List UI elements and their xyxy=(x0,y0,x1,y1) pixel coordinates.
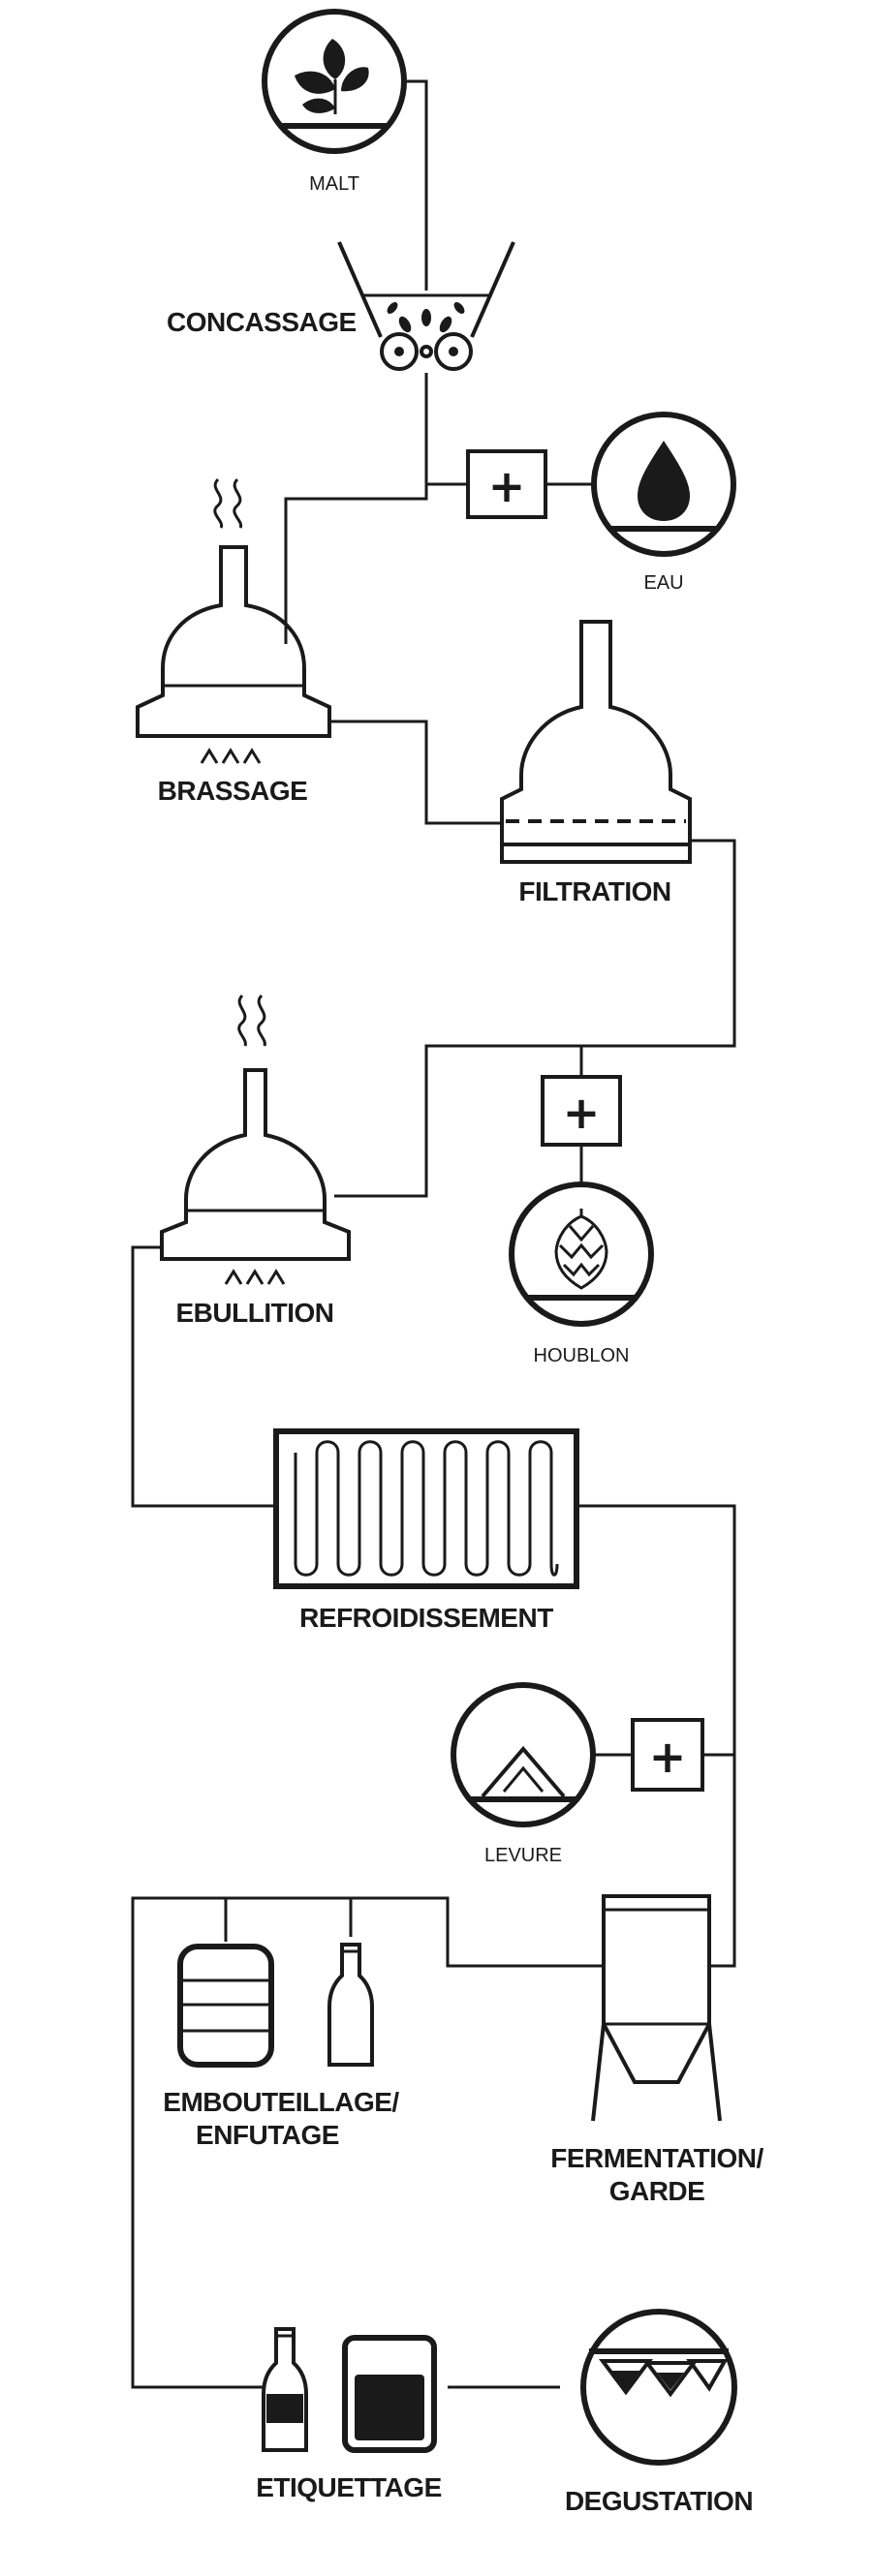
concassage-label: CONCASSAGE xyxy=(167,307,357,337)
heat-exchanger-icon xyxy=(273,1428,579,1589)
degustation-label: DEGUSTATION xyxy=(565,2486,753,2516)
flow-lines xyxy=(131,79,736,2389)
houblon-circle xyxy=(509,1181,654,1327)
brassage-node: BRASSAGE xyxy=(136,477,331,806)
flame-icon xyxy=(200,748,262,764)
eau-plus-box xyxy=(466,449,547,519)
ebullition-node: EBULLITION xyxy=(160,994,351,1328)
houblon-node: + HOUBLON xyxy=(509,1075,654,1366)
brassage-label: BRASSAGE xyxy=(158,776,308,806)
boil-to-cooler-line xyxy=(131,1245,276,1508)
houblon-plus-sign: + xyxy=(563,1087,601,1139)
fermenter-to-bottling-line xyxy=(131,1896,604,2389)
houblon-label: HOUBLON xyxy=(534,1345,630,1366)
bottle-icon xyxy=(262,2327,308,2452)
ebullition-label: EBULLITION xyxy=(176,1298,334,1328)
malt-label: MALT xyxy=(309,173,359,195)
mill-to-mash-line xyxy=(284,373,428,644)
fermenter-icon xyxy=(591,1894,722,2122)
concassage-node: CONCASSAGE xyxy=(167,241,515,371)
houblon-plus-box xyxy=(541,1075,622,1147)
steam-icon xyxy=(237,994,266,1047)
refroidissement-node: REFROIDISSEMENT xyxy=(273,1428,579,1633)
yeast-icon xyxy=(481,1745,566,1798)
mash-tun-icon xyxy=(136,545,331,738)
mash-to-lauter-line xyxy=(329,720,502,825)
leaves-icon xyxy=(295,39,369,114)
bottle-icon xyxy=(327,1943,374,2067)
keg-icon xyxy=(177,1944,274,2068)
levure-plus-sign: + xyxy=(649,1731,687,1783)
glasses-cheers-icon xyxy=(589,2348,729,2398)
eau-node: + EAU xyxy=(466,412,736,594)
malt-to-hopper-line xyxy=(407,79,428,291)
fermentation-label-line1: FERMENTATION/ xyxy=(550,2143,763,2173)
refroidissement-label: REFROIDISSEMENT xyxy=(299,1603,553,1633)
filtration-label: FILTRATION xyxy=(518,876,670,906)
embouteillage-label-line2: ENFUTAGE xyxy=(196,2120,339,2150)
eau-plus-sign: + xyxy=(488,460,526,512)
embouteillage-label-line1: EMBOUTEILLAGE/ xyxy=(163,2087,399,2117)
steam-icon xyxy=(213,477,243,529)
embouteillage-node: EMBOUTEILLAGE/ ENFUTAGE xyxy=(163,1943,400,2150)
lauter-tun-icon xyxy=(500,620,692,864)
fermentation-node: FERMENTATION/ GARDE xyxy=(550,1894,764,2206)
eau-label: EAU xyxy=(643,572,683,594)
glass-icon xyxy=(342,2335,437,2453)
levure-plus-box xyxy=(631,1718,704,1792)
cooler-to-fermenter-line xyxy=(576,1504,736,1968)
malt-node: MALT xyxy=(262,9,407,195)
grain-mill-icon xyxy=(337,241,515,371)
hop-cone-icon xyxy=(554,1209,608,1290)
fermentation-label-line2: GARDE xyxy=(609,2176,705,2206)
etiquettage-label: ETIQUETTAGE xyxy=(256,2472,442,2502)
etiquettage-node: ETIQUETTAGE xyxy=(256,2327,442,2502)
degustation-circle xyxy=(580,2309,737,2466)
filtration-node: FILTRATION xyxy=(500,620,692,906)
levure-circle xyxy=(451,1682,596,1827)
malt-circle xyxy=(262,9,407,154)
boil-kettle-icon xyxy=(160,1068,351,1261)
levure-node: + LEVURE xyxy=(451,1682,704,1866)
flame-icon xyxy=(224,1269,286,1285)
degustation-node: DEGUSTATION xyxy=(565,2309,754,2516)
eau-circle xyxy=(591,412,736,557)
levure-label: LEVURE xyxy=(484,1845,562,1866)
water-drop-icon xyxy=(638,441,690,521)
